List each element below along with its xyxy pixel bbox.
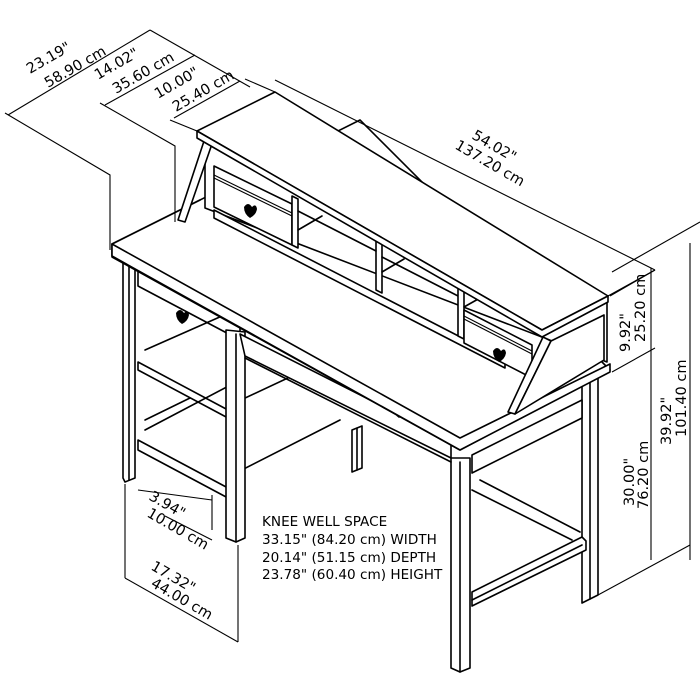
hutch-right-knob (493, 348, 506, 362)
desk-height-cm: 76.20 cm (636, 441, 652, 509)
hutch-top-edge (196, 130, 609, 338)
knee-well-depth: 20.14" (51.15 cm) DEPTH (262, 549, 437, 566)
hutch-height-cm: 25.20 cm (633, 274, 649, 342)
hutch-height-in: 9.92" (618, 313, 634, 352)
knee-well-title: KNEE WELL SPACE (262, 514, 388, 530)
hutch-left-knob (244, 204, 257, 218)
knee-well-spec: KNEE WELL SPACE 33.15" (84.20 cm) WIDTH … (262, 514, 442, 585)
desk-top-edge (111, 243, 611, 451)
overall-height-in: 39.92" (659, 397, 675, 445)
knee-well-height: 23.78" (60.40 cm) HEIGHT (262, 567, 443, 584)
hutch-divider-2 (375, 240, 383, 294)
desk-height-in: 30.00" (622, 458, 638, 506)
knee-well-width: 33.15" (84.20 cm) WIDTH (262, 531, 437, 548)
left-bottom-shelf (137, 439, 229, 499)
hutch-divider-3 (457, 285, 465, 340)
hutch-drawing (177, 91, 609, 415)
hutch-divider-1 (291, 195, 299, 249)
overall-height-cm: 101.40 cm (674, 360, 690, 437)
left-drawer-knob (176, 310, 189, 324)
dimension-lines (4, 29, 700, 643)
